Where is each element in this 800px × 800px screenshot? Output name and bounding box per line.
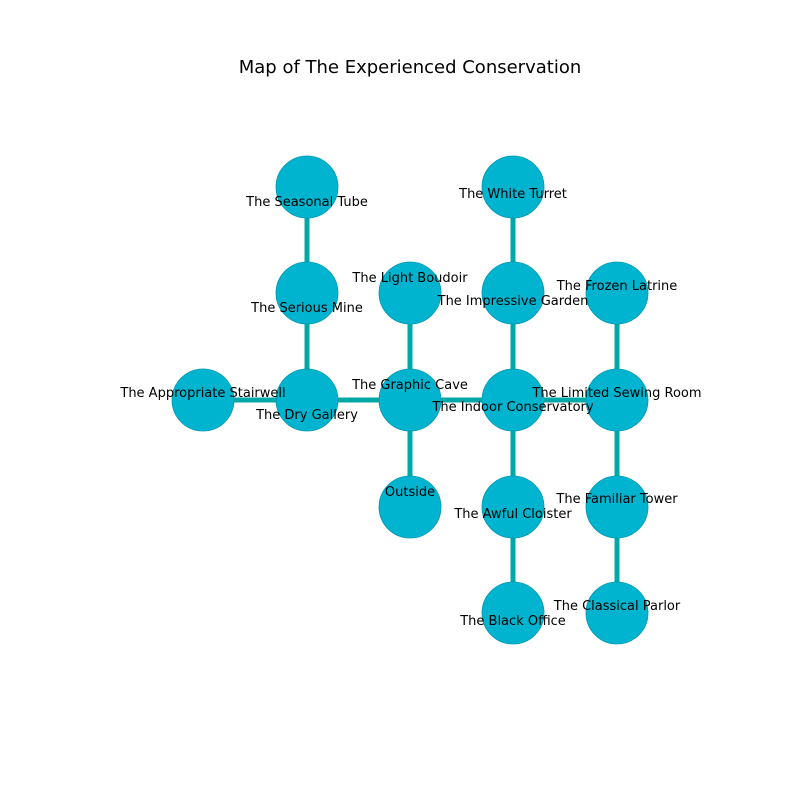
room-node-black-office [481, 581, 545, 645]
room-label-serious-mine: The Serious Mine [250, 301, 363, 316]
room-node-frozen-latrine [585, 261, 649, 325]
room-node-serious-mine [275, 261, 339, 325]
room-node-classical-parlor [585, 581, 649, 645]
room-label-white-turret: The White Turret [458, 187, 567, 202]
room-label-indoor-conservatory: The Indoor Conservatory [431, 400, 593, 415]
room-label-appropriate-stairwell: The Appropriate Stairwell [119, 386, 285, 401]
room-node-familiar-tower [585, 475, 649, 539]
room-node-dry-gallery [275, 368, 339, 432]
room-label-impressive-garden: The Impressive Garden [437, 294, 589, 309]
room-node-outside [378, 475, 442, 539]
room-node-limited-sewing-room [585, 368, 649, 432]
room-label-black-office: The Black Office [459, 614, 566, 629]
room-label-awful-cloister: The Awful Cloister [453, 507, 572, 522]
rooms-layer [171, 155, 649, 645]
room-node-light-boudoir [378, 261, 442, 325]
room-label-familiar-tower: The Familiar Tower [555, 492, 678, 507]
room-node-seasonal-tube [275, 155, 339, 219]
map-title: Map of The Experienced Conservation [239, 57, 582, 78]
room-label-dry-gallery: The Dry Gallery [255, 408, 358, 423]
room-label-outside: Outside [385, 485, 435, 500]
room-node-indoor-conservatory [481, 368, 545, 432]
room-label-frozen-latrine: The Frozen Latrine [556, 279, 678, 294]
room-node-awful-cloister [481, 475, 545, 539]
room-node-appropriate-stairwell [171, 368, 235, 432]
room-node-impressive-garden [481, 261, 545, 325]
room-node-white-turret [481, 155, 545, 219]
room-label-classical-parlor: The Classical Parlor [553, 599, 681, 614]
room-label-graphic-cave: The Graphic Cave [351, 378, 468, 393]
room-label-limited-sewing-room: The Limited Sewing Room [531, 386, 701, 401]
room-label-light-boudoir: The Light Boudoir [351, 271, 468, 286]
room-node-graphic-cave [378, 368, 442, 432]
room-label-seasonal-tube: The Seasonal Tube [245, 195, 368, 210]
